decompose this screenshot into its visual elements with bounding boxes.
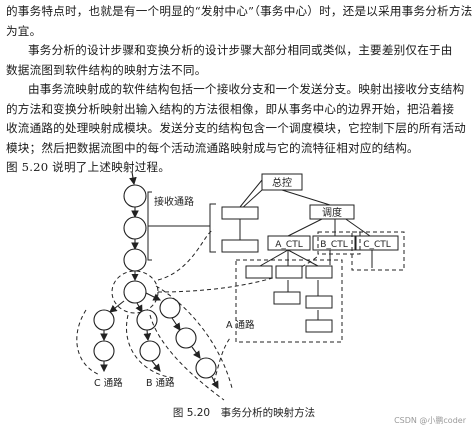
- receive-path-bracket: [147, 191, 216, 261]
- module-c-ctl: [355, 235, 399, 251]
- module-a-ctl-label: A_CTL: [275, 240, 302, 250]
- connector-center: [157, 255, 319, 293]
- c-ctl-dashed-group: [351, 231, 405, 271]
- a-path-label: A 通路: [226, 319, 255, 331]
- c-path-label: C 通路: [94, 377, 123, 389]
- connector-receive: [157, 229, 215, 281]
- module-dispatch-label: 调度: [322, 206, 342, 219]
- flow-node: [123, 216, 147, 240]
- module-dispatch: [309, 204, 355, 220]
- watermark: CSDN @小鹏coder: [394, 416, 466, 425]
- c-path: [93, 300, 125, 373]
- b-path-label: B 通路: [146, 377, 175, 389]
- figure-caption: 图 5.20 事务分析的映射方法: [173, 406, 315, 419]
- b-ctl-dashed-group: [317, 231, 361, 255]
- paragraph-3-line-4: 模块；然后把数据流图中的每个活动流通路映射成与它的流特征相对应的结构。: [6, 140, 419, 155]
- paragraph-2-line-2: 数据流图到软件结构的映射方法不同。: [6, 62, 207, 77]
- a-ctl-children: [245, 265, 333, 333]
- module-main-control-label: 总控: [272, 176, 292, 189]
- flow-node: [123, 248, 147, 272]
- paragraph-1-line-1: 的事务特点时，也就是有一个明显的“发射中心”（事务中心）时，还是以采用事务分析方…: [6, 4, 473, 18]
- transaction-center-node: [123, 280, 147, 304]
- receive-module-1: [221, 206, 259, 220]
- module-main-control: [261, 173, 303, 191]
- paragraph-3-line-2: 的方法和变换分析映射出输入结构的方法很相像，即从事务中心的边界开始，把沿着接: [6, 101, 455, 116]
- b-path: [135, 302, 161, 372]
- paragraph-3-line-3: 收流通路的处理映射成模块。发送分支的结构包含一个调度模块，它控制下层的所有活动: [6, 121, 466, 135]
- receive-path-label: 接收通路: [154, 195, 194, 208]
- transaction-analysis-figure: 接收通路: [76, 171, 405, 419]
- module-b-ctl: [312, 235, 356, 251]
- module-c-ctl-label: C_CTL: [363, 240, 391, 250]
- module-b-ctl-label: B_CTL: [320, 240, 347, 250]
- paragraph-3-line-1: 由事务流映射成的软件结构包括一个接收分支和一个发送分支。映射出接收分支结构: [28, 82, 465, 96]
- receive-path-nodes: [123, 171, 147, 272]
- paragraph-2-line-1: 事务分析的设计步骤和变换分析的设计步骤大部分相同或类似，主要差别仅在于由: [28, 43, 453, 57]
- paragraph-1: 的事务特点时，也就是有一个明显的“发射中心”（事务中心）时，还是以采用事务分析方…: [6, 2, 473, 41]
- a-path: [145, 292, 219, 389]
- paragraph-1-line-2: 为宜。: [6, 23, 42, 38]
- paragraph-3: 由事务流映射成的软件结构包括一个接收分支和一个发送分支。映射出接收分支结构 的方…: [6, 80, 468, 178]
- a-ctl-dashed-group: [235, 259, 343, 343]
- paragraph-2: 事务分析的设计步骤和变换分析的设计步骤大部分相同或类似，主要差别仅在于由 数据流…: [6, 41, 468, 80]
- module-a-ctl: [267, 235, 311, 251]
- flow-node: [123, 184, 147, 208]
- paragraph-3-line-5: 图 5.20 说明了上述映射过程。: [6, 160, 171, 174]
- receive-module-2: [221, 239, 259, 253]
